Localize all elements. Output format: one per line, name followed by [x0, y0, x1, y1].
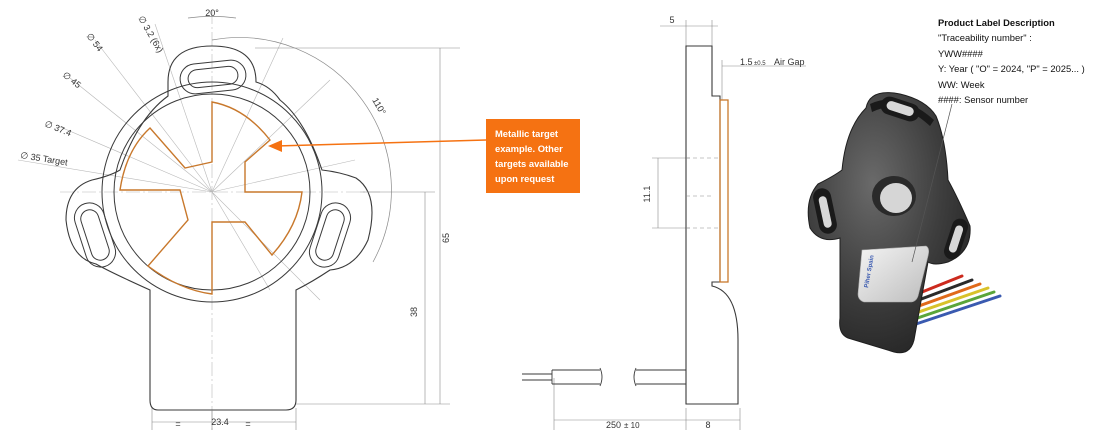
air-gap-tolerance: ±0.5	[754, 61, 766, 67]
angle-arc-20	[187, 16, 237, 19]
render-bore-inner	[880, 183, 912, 213]
callout-box	[486, 119, 580, 193]
height-65-label: 65	[441, 233, 451, 243]
product-label-text: Piher Spain	[864, 254, 876, 288]
label-description-title: Product Label Description	[938, 17, 1055, 28]
metallic-target	[119, 101, 303, 295]
label-description: Product Label Description "Traceability …	[938, 15, 1108, 107]
thickness-5-label: 5	[669, 15, 674, 25]
label-leader-line	[911, 103, 953, 263]
side-profile	[685, 45, 739, 405]
width-23-4-label: 23.4	[211, 417, 229, 427]
hidden-lines	[686, 157, 720, 229]
diameter-45-label: ∅ 45	[61, 70, 83, 90]
cable-tolerance-label: ± 10	[624, 421, 640, 430]
label-description-line: Y: Year ( "O" = 2024, "P" = 2025... )	[938, 63, 1085, 75]
sensor-outline	[65, 45, 373, 411]
mounting-slots	[73, 59, 352, 268]
side-view: 5 1.5 ±0.5 Air Gap 11.1 250 ± 10 8	[522, 15, 806, 430]
front-view: 20° 110° ∅ 3.2 (6x) ∅ 54 ∅ 45 ∅ 37.4 ∅ 3…	[17, 8, 487, 430]
angle-arc-110	[211, 37, 392, 263]
callout-arrow-line	[275, 139, 487, 147]
sensor-render: Piher Spain	[807, 92, 1002, 354]
product-label	[857, 245, 929, 303]
target-height-label: 11.1	[642, 186, 652, 203]
diameter-35-target-label: ∅ 35 Target	[20, 150, 69, 167]
diameter-54-label: ∅ 54	[84, 31, 104, 53]
side-target	[719, 99, 729, 283]
diameter-37-4-label: ∅ 37.4	[43, 119, 73, 139]
cable	[522, 367, 686, 387]
callout-arrow-head	[268, 140, 282, 152]
label-description-line: WW: Week	[938, 78, 985, 90]
centre-lines	[17, 10, 380, 430]
base-depth-label: 8	[705, 420, 710, 430]
render-body	[807, 92, 971, 354]
label-description-line: "Traceability number" :	[938, 32, 1032, 44]
equal-mark-right: =	[245, 419, 250, 429]
air-gap-value: 1.5	[740, 57, 753, 67]
label-description-line: ####: Sensor number	[938, 94, 1029, 106]
callout-text: Metallic target example. Other targets a…	[495, 128, 569, 184]
equal-mark-left: =	[175, 419, 180, 429]
label-description-line: YWW####	[938, 47, 983, 59]
diameter-3-2-label: ∅ 3.2 (6x)	[136, 14, 165, 54]
render-slots	[813, 96, 969, 260]
height-38-label: 38	[409, 307, 419, 317]
air-gap-label: Air Gap	[774, 57, 805, 67]
angle-20-label: 20°	[205, 8, 219, 18]
side-dimension-lines	[553, 20, 806, 430]
front-dimension-lines	[151, 47, 460, 430]
cable-length-label: 250	[606, 420, 621, 430]
angle-110-label: 110°	[370, 96, 388, 117]
